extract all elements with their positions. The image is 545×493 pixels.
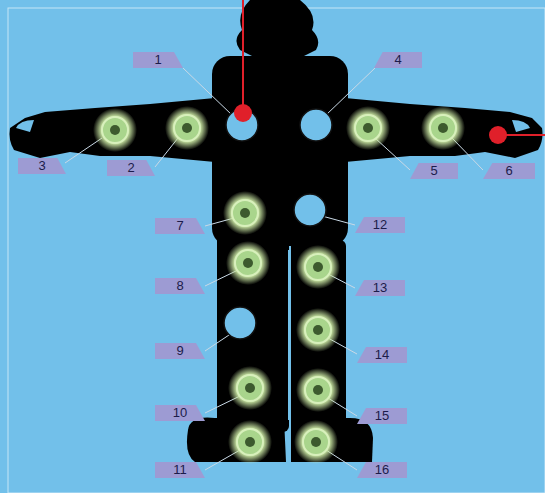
servo-joint: [296, 308, 340, 352]
empty-joint: [294, 194, 326, 226]
servo-joint: [93, 108, 137, 152]
servo-joint: [165, 106, 209, 150]
servo-joint: [226, 241, 270, 285]
servo-joint: [346, 106, 390, 150]
empty-joint: [224, 307, 256, 339]
servo-joint: [296, 368, 340, 412]
servo-joint: [421, 106, 465, 150]
servo-joint: [228, 420, 272, 464]
servo-joint: [294, 420, 338, 464]
servo-joint: [296, 245, 340, 289]
servo-joint: [228, 366, 272, 410]
empty-joint: [300, 109, 332, 141]
servo-joint: [223, 191, 267, 235]
